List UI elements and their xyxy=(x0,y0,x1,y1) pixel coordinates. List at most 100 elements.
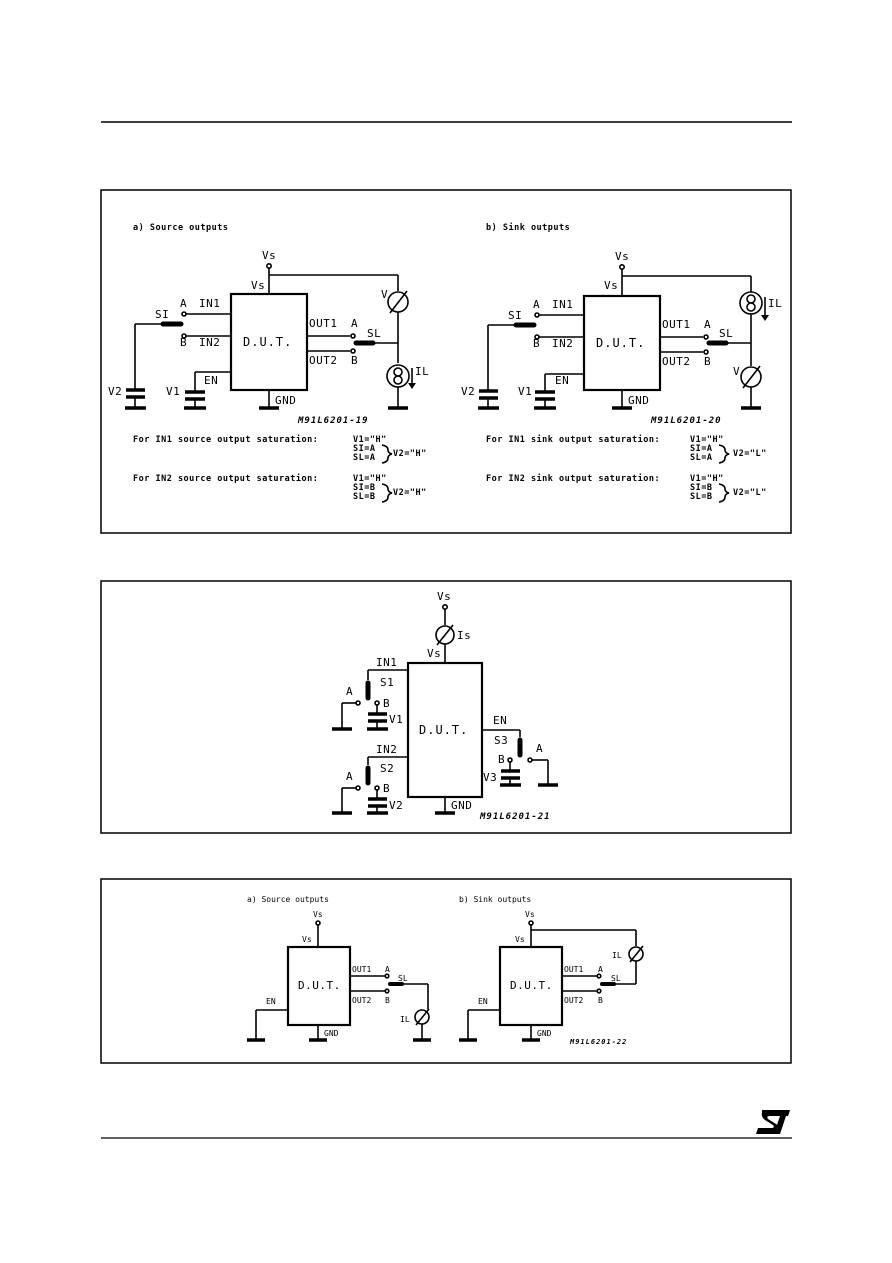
fig1b-si-label: SI xyxy=(508,309,522,322)
fig1b-ob-label: B xyxy=(704,355,711,368)
fig3a-source-circuit: a) Source outputs Vs Vs D.U.T. OUT1 OUT2… xyxy=(247,895,431,1042)
fig3a-il-label: IL xyxy=(400,1015,410,1024)
fig1a-v2-label: V2 xyxy=(108,385,122,398)
fig1a-oa-label: A xyxy=(351,317,358,330)
fig3a-out2-label: OUT2 xyxy=(352,996,371,1005)
fig3b-vs-pin: Vs xyxy=(515,935,525,944)
fig1b-dut-label: D.U.T. xyxy=(596,336,645,350)
fig3b-out1-label: OUT1 xyxy=(564,965,583,974)
fig1a-cond1-v1: V1="H" xyxy=(353,435,387,445)
fig1a-ob-label: B xyxy=(351,354,358,367)
fig1a-v-label: V xyxy=(381,288,388,301)
fig1b-cond1-sl: SL=A xyxy=(690,453,712,463)
fig1a-in2-label: IN2 xyxy=(199,336,220,349)
fig3b-sl-label: SL xyxy=(611,974,621,983)
fig1a-cond2-v2: V2="H" xyxy=(393,488,427,498)
fig1a-dut-label: D.U.T. xyxy=(243,335,292,349)
fig2-is-label: Is xyxy=(457,629,471,642)
fig1a-in1-label: IN1 xyxy=(199,297,220,310)
fig2-b2-label: B xyxy=(383,782,390,795)
fig3a-en-label: EN xyxy=(266,997,276,1006)
fig1b-b-label: B xyxy=(533,337,540,350)
fig2-b1-label: B xyxy=(383,697,390,710)
fig3a-dut-box xyxy=(286,945,352,1027)
fig1a-il-label: IL xyxy=(415,365,429,378)
fig1a-b-label: B xyxy=(180,336,187,349)
fig2-in2-label: IN2 xyxy=(376,743,397,756)
fig1a-title: a) Source outputs xyxy=(133,223,229,233)
fig3a-dut-label: D.U.T. xyxy=(298,979,341,992)
fig1a-a-label: A xyxy=(180,297,187,310)
fig1b-out2-label: OUT2 xyxy=(662,355,691,368)
fig2-v3-label: V3 xyxy=(483,771,497,784)
fig1a-cond1-label: For IN1 source output saturation: xyxy=(133,434,318,445)
fig2-s3-label: S3 xyxy=(494,734,508,747)
fig3b-ref: M91L6201-22 xyxy=(569,1038,627,1046)
fig1a-dut-box xyxy=(229,292,309,392)
fig1a-cond1-si: SI=A xyxy=(353,444,375,454)
fig2-supply-current-circuit: Vs Is Vs D.U.T. IN1 S1 A B V1 IN2 S2 xyxy=(332,590,558,822)
fig1b-v1-label: V1 xyxy=(518,385,532,398)
fig1b-in2-label: IN2 xyxy=(552,337,573,350)
fig1a-cond1-sl: SL=A xyxy=(353,453,375,463)
fig1b-title: b) Sink outputs xyxy=(486,222,570,233)
fig1a-v1-label: V1 xyxy=(166,385,180,398)
fig1b-v-label: V xyxy=(733,365,740,378)
fig1b-cond2-v2: V2="L" xyxy=(733,488,767,498)
figure-3-frame xyxy=(100,878,792,1064)
fig2-ref: M91L6201-21 xyxy=(479,812,551,822)
fig1a-cond2-si: SI=B xyxy=(353,483,375,493)
fig2-s1-label: S1 xyxy=(380,676,394,689)
fig1a-ref: M91L6201-19 xyxy=(297,416,369,426)
fig2-en-label: EN xyxy=(493,714,507,727)
fig1b-ref: M91L6201-20 xyxy=(650,416,722,426)
fig1a-sl-label: SL xyxy=(367,327,381,340)
fig1b-cond2-label: For IN2 sink output saturation: xyxy=(486,473,660,484)
fig1a-cond1-v2: V2="H" xyxy=(393,449,427,459)
fig1a-si-label: SI xyxy=(155,308,169,321)
fig3a-out1-label: OUT1 xyxy=(352,965,371,974)
fig1b-sl-label: SL xyxy=(719,327,733,340)
figure-1-frame xyxy=(100,189,792,534)
fig2-b3-label: B xyxy=(498,753,505,766)
fig3b-dut-label: D.U.T. xyxy=(510,979,553,992)
fig1a-cond2-v1: V1="H" xyxy=(353,474,387,484)
fig1b-en-label: EN xyxy=(555,374,569,387)
fig1b-cond1-si: SI=A xyxy=(690,444,712,454)
fig1b-v2-label: V2 xyxy=(461,385,475,398)
fig1b-in1-label: IN1 xyxy=(552,298,573,311)
fig1b-vs-pin: Vs xyxy=(604,279,618,292)
fig2-a1-label: A xyxy=(346,685,353,698)
fig1a-vs-top: Vs xyxy=(262,249,276,262)
fig1a-out2-label: OUT2 xyxy=(309,354,338,367)
fig1b-cond1-v2: V2="L" xyxy=(733,449,767,459)
fig1b-out1-label: OUT1 xyxy=(662,318,691,331)
fig2-s2-label: S2 xyxy=(380,762,394,775)
fig3b-title: b) Sink outputs xyxy=(459,895,531,904)
fig2-vs-pin: Vs xyxy=(427,647,441,660)
fig2-a2-label: A xyxy=(346,770,353,783)
fig3b-vs-top: Vs xyxy=(525,910,535,919)
fig1a-cond2-label: For IN2 source output saturation: xyxy=(133,473,318,484)
fig1b-vs-top: Vs xyxy=(615,250,629,263)
fig1a-vs-pin: Vs xyxy=(251,279,265,292)
fig2-v1-label: V1 xyxy=(389,713,403,726)
fig3a-gnd-label: GND xyxy=(324,1029,339,1038)
fig1a-en-label: EN xyxy=(204,374,218,387)
fig2-vs-top: Vs xyxy=(437,590,451,603)
fig1b-oa-label: A xyxy=(704,318,711,331)
fig3b-oa-label: A xyxy=(598,965,603,974)
fig2-v2-label: V2 xyxy=(389,799,403,812)
fig1b-dut-box xyxy=(582,294,662,392)
fig1b-sink-circuit: b) Sink outputs Vs D.U.T. Vs IN1 IN2 A B… xyxy=(461,222,782,503)
fig3b-ob-label: B xyxy=(598,996,603,1005)
fig2-a3-label: A xyxy=(536,742,543,755)
fig1a-cond2-sl: SL=B xyxy=(353,492,375,502)
fig1b-a-label: A xyxy=(533,298,540,311)
fig3a-vs-pin: Vs xyxy=(302,935,312,944)
fig2-in1-label: IN1 xyxy=(376,656,397,669)
fig1b-cond2-v1: V1="H" xyxy=(690,474,724,484)
fig1a-source-circuit: a) Source outputs Vs D.U.T. Vs IN1 IN2 A… xyxy=(108,223,429,503)
fig3b-sink-circuit: b) Sink outputs Vs Vs D.U.T. OUT1 OUT2 A… xyxy=(459,895,644,1046)
fig1b-cond2-sl: SL=B xyxy=(690,492,712,502)
